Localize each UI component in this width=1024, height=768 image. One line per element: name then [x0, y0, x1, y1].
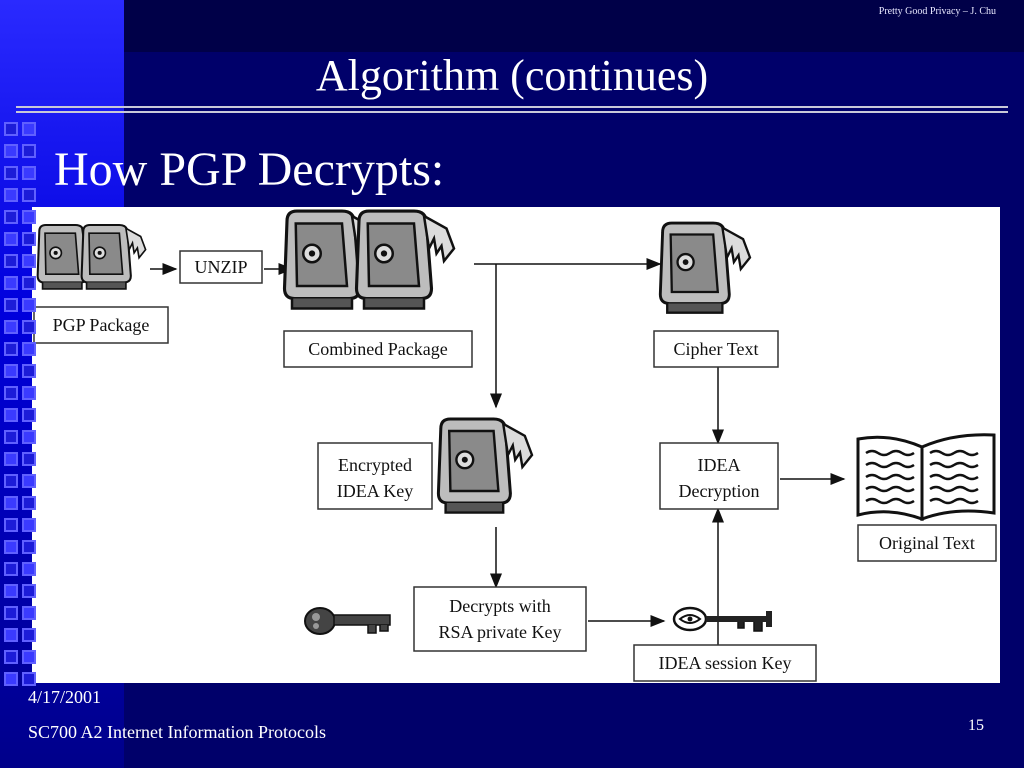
cipher-text-box: [653, 330, 779, 368]
pgp-package-box: [33, 306, 169, 344]
rsa-decrypt-label-line1: Decrypts with: [449, 596, 550, 616]
pattern-square: [22, 232, 36, 246]
title-rule-top: [16, 106, 1008, 108]
pattern-square: [4, 342, 18, 356]
rsa-decrypt-box: [413, 586, 587, 652]
pattern-square: [22, 210, 36, 224]
pattern-square: [22, 276, 36, 290]
pattern-square: [4, 628, 18, 642]
encrypted-key-safe-icon: [436, 417, 534, 515]
footer-date: 4/17/2001: [28, 687, 102, 707]
pattern-square: [22, 606, 36, 620]
pattern-square: [4, 606, 18, 620]
footer-course: SC700 A2 Internet Information Protocols: [28, 722, 326, 742]
pattern-square: [22, 540, 36, 554]
pattern-square: [4, 210, 18, 224]
pattern-square: [4, 122, 18, 136]
pattern-square: [22, 144, 36, 158]
pattern-square: [4, 276, 18, 290]
original-text-label: Original Text: [879, 533, 975, 553]
pattern-square: [22, 474, 36, 488]
unzip-box: [179, 250, 263, 284]
pattern-square: [4, 452, 18, 466]
pgp-package-safes-icon: [36, 223, 147, 290]
slide-credit: Pretty Good Privacy – J. Chu: [878, 6, 996, 17]
pattern-square: [22, 562, 36, 576]
pattern-square: [22, 452, 36, 466]
cipher-text-safe-icon: [658, 221, 752, 315]
pattern-square: [22, 628, 36, 642]
pattern-square: [4, 364, 18, 378]
pattern-square: [4, 650, 18, 664]
encrypted-key-label-line1: Encrypted: [338, 455, 412, 475]
pattern-square: [22, 584, 36, 598]
pattern-square: [4, 386, 18, 400]
pattern-square: [22, 364, 36, 378]
pattern-square: [4, 672, 18, 686]
pattern-square: [4, 518, 18, 532]
pgp-package-label: PGP Package: [53, 315, 150, 335]
pattern-square: [22, 672, 36, 686]
combined-package-safes-icon: [282, 209, 456, 311]
idea-session-key-box: [633, 644, 817, 682]
pattern-square: [4, 254, 18, 268]
pgp-decrypt-diagram: PGP Package UNZIP Combined Package Ciphe…: [32, 207, 1000, 683]
pattern-square: [4, 144, 18, 158]
pattern-square: [22, 386, 36, 400]
pattern-square: [22, 408, 36, 422]
pattern-square: [4, 474, 18, 488]
pattern-square: [4, 408, 18, 422]
idea-decryption-box: [659, 442, 779, 510]
pattern-square: [4, 320, 18, 334]
open-book-icon: [856, 433, 996, 522]
title-rule-bottom: [16, 111, 1008, 113]
top-band: [124, 0, 1024, 52]
page-number: 15: [968, 717, 984, 734]
encrypted-idea-key-box: [317, 442, 433, 510]
encrypted-key-label-line2: IDEA Key: [337, 481, 413, 501]
pattern-square: [4, 562, 18, 576]
pattern-square: [22, 320, 36, 334]
pattern-square: [4, 232, 18, 246]
pattern-square: [22, 650, 36, 664]
pattern-square: [4, 584, 18, 598]
cipher-text-label: Cipher Text: [674, 339, 759, 359]
pattern-square: [22, 298, 36, 312]
pattern-square: [4, 496, 18, 510]
pattern-square: [22, 122, 36, 136]
original-text-box: [857, 524, 997, 562]
pattern-square: [4, 430, 18, 444]
pattern-square: [22, 518, 36, 532]
pattern-square: [4, 166, 18, 180]
rsa-decrypt-label-line2: RSA private Key: [439, 622, 562, 642]
idea-decryption-label-line1: IDEA: [698, 455, 741, 475]
pattern-square: [4, 298, 18, 312]
pattern-square: [22, 430, 36, 444]
pattern-square: [4, 188, 18, 202]
idea-session-key-icon: [672, 606, 772, 632]
slide-title: Algorithm (continues): [315, 51, 709, 100]
combined-package-box: [283, 330, 473, 368]
pattern-square: [22, 188, 36, 202]
pattern-square: [22, 254, 36, 268]
idea-session-key-label: IDEA session Key: [659, 653, 792, 673]
rsa-private-key-icon: [304, 607, 391, 635]
idea-decryption-label-line2: Decryption: [679, 481, 760, 501]
pattern-square: [4, 540, 18, 554]
slide-heading: How PGP Decrypts:: [54, 143, 445, 196]
pattern-square: [22, 342, 36, 356]
unzip-label: UNZIP: [195, 257, 248, 277]
pattern-square: [22, 496, 36, 510]
pattern-square: [22, 166, 36, 180]
combined-package-label: Combined Package: [308, 339, 447, 359]
